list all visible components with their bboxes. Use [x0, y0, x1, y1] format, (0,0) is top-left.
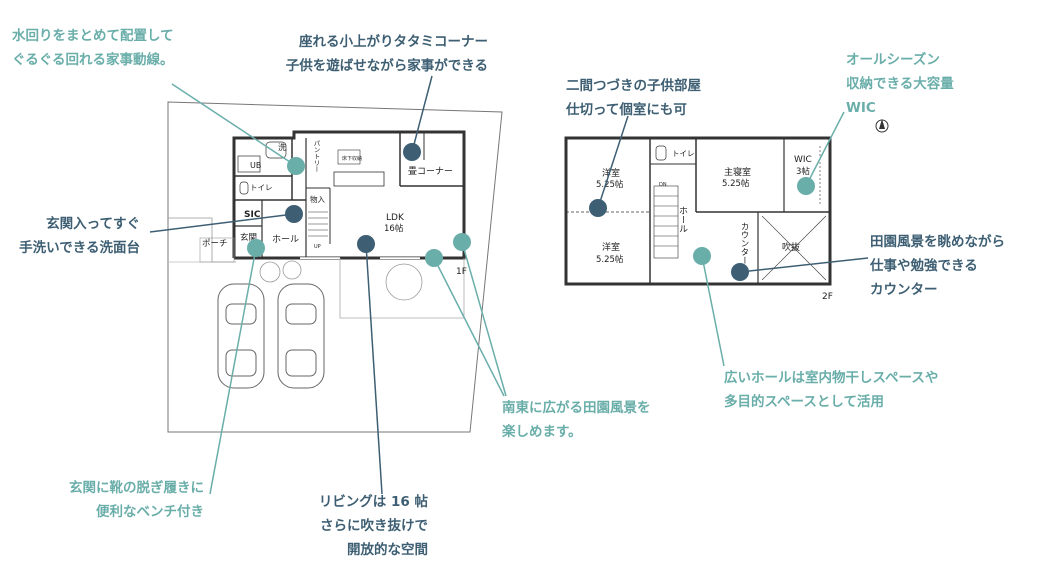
compass-icon — [875, 119, 889, 133]
room2-label: 洋室 — [602, 241, 620, 253]
entrance-label: 玄関 — [240, 232, 257, 243]
annotation-wic: オールシーズン 収納できる大容量 WIC — [846, 48, 954, 120]
annotation-hall: 広いホールは室内物干しスペースや 多目的スペースとして活用 — [724, 366, 938, 414]
annotation-entrance-wash-line1: 玄関入ってすぐ — [46, 216, 140, 232]
annotation-tatami-line1: 座れる小上がりタタミコーナー — [299, 34, 488, 50]
plan-2f — [564, 136, 832, 286]
master-size-label: 5.25帖 — [722, 178, 750, 189]
marker-bench — [247, 239, 265, 257]
wic-room-label: WIC — [794, 155, 812, 165]
plan-1f — [232, 130, 466, 260]
annotation-water-loop-line1: 水回りをまとめて配置して — [12, 28, 174, 44]
annotation-living-line3: 開放的な空間 — [347, 542, 428, 558]
annotation-wic-line1: オールシーズン — [846, 52, 940, 68]
annotation-hall-line1: 広いホールは室内物干しスペースや — [724, 370, 939, 386]
pantry-label: パントリー — [312, 140, 320, 173]
tatami-corner-label: 畳コーナー — [408, 166, 453, 177]
porch-tiles — [199, 237, 235, 263]
deck-outline — [339, 258, 465, 319]
annotation-water-loop-line2: ぐるぐる回れる家事動線。 — [12, 52, 174, 68]
counter-label: カウンター — [739, 222, 749, 265]
marker-living — [357, 235, 375, 253]
annotation-hall-line2: 多目的スペースとして活用 — [724, 394, 884, 410]
marker-wic — [797, 177, 815, 195]
down-label: DN — [659, 182, 667, 188]
room1-label: 洋室 — [602, 167, 620, 179]
site-boundary — [167, 101, 503, 433]
marker-water-loop — [287, 157, 305, 175]
annotation-bench-line2: 便利なベンチ付き — [96, 504, 204, 520]
toilet-2f-label: トイレ — [672, 149, 695, 158]
hall-1f-label: ホール — [272, 234, 299, 245]
marker-southeast-1 — [425, 249, 443, 267]
annotation-living-line2: さらに吹き抜けで — [320, 518, 428, 534]
up-label: UP — [314, 244, 321, 250]
storage-label: 物入 — [310, 194, 325, 204]
marker-counter — [731, 263, 749, 281]
leader-lines — [149, 75, 869, 495]
kitchen-tag-label: 床下収納 — [342, 155, 362, 162]
annotation-counter-line2: 仕事や勉強できる — [870, 258, 978, 274]
annotation-southeast-line2: 楽しめます。 — [502, 424, 582, 440]
annotation-kids-room-line2: 仕切って個室にも可 — [566, 102, 687, 118]
annotation-bench-line1: 玄関に靴の脱ぎ履きに — [69, 480, 204, 496]
marker-southeast-2 — [453, 233, 471, 251]
garden-plants — [259, 260, 423, 301]
annotation-wic-line2: 収納できる大容量 — [846, 76, 954, 92]
sen-label: 洗 — [278, 142, 286, 152]
floor-2f-label: 2F — [822, 292, 833, 302]
hall-2f-label: ホール — [677, 206, 688, 233]
annotation-tatami-line2: 子供を遊ばせながら家事ができる — [285, 58, 488, 74]
annotation-kids-room-line1: 二間つづきの子供部屋 — [566, 78, 701, 94]
room2-size-label: 5.25帖 — [596, 254, 624, 265]
marker-tatami — [403, 143, 421, 161]
toilet-1f-label: トイレ — [250, 183, 273, 192]
annotation-southeast: 南東に広がる田園風景を 楽しめます。 — [502, 396, 651, 444]
ub-label: UB — [250, 161, 261, 170]
wic-size-label: 3帖 — [796, 166, 810, 177]
floor-1f-label: 1F — [456, 267, 467, 277]
ldk-label: LDK — [386, 213, 405, 223]
marker-kids-room — [589, 199, 607, 217]
callout-markers — [247, 143, 815, 281]
annotation-tatami: 座れる小上がりタタミコーナー 子供を遊ばせながら家事ができる — [286, 30, 488, 78]
annotation-entrance-wash: 玄関入ってすぐ 手洗いできる洗面台 — [19, 212, 140, 260]
annotation-living-line1: リビングは 16 帖 — [318, 494, 428, 510]
annotation-southeast-line1: 南東に広がる田園風景を — [502, 400, 651, 416]
ldk-size-label: 16帖 — [384, 223, 404, 234]
annotation-counter-line3: カウンター — [870, 282, 938, 298]
annotation-counter: 田園風景を眺めながら 仕事や勉強できる カウンター — [870, 230, 1005, 302]
void-label: 吹抜 — [782, 241, 800, 253]
room1-size-label: 5.25帖 — [596, 179, 624, 190]
annotation-bench: 玄関に靴の脱ぎ履きに 便利なベンチ付き — [69, 476, 204, 524]
parked-cars — [217, 283, 325, 389]
annotation-living: リビングは 16 帖 さらに吹き抜けで 開放的な空間 — [319, 490, 428, 562]
annotation-water-loop: 水回りをまとめて配置して ぐるぐる回れる家事動線。 — [12, 24, 174, 72]
annotation-counter-line1: 田園風景を眺めながら — [870, 234, 1005, 250]
annotation-kids-room: 二間つづきの子供部屋 仕切って個室にも可 — [566, 74, 701, 122]
master-label: 主寝室 — [724, 166, 751, 178]
annotation-wic-line3: WIC — [846, 100, 876, 116]
sic-label: SIC — [244, 210, 261, 220]
annotation-entrance-wash-line2: 手洗いできる洗面台 — [19, 240, 140, 256]
marker-hall — [693, 247, 711, 265]
marker-entrance-wash — [285, 205, 303, 223]
porch-label: ポーチ — [202, 239, 228, 249]
